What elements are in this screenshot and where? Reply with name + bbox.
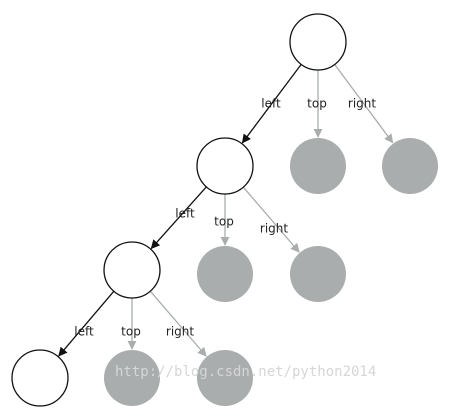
edge-n4-n7-left	[58, 290, 115, 357]
edge-n0-n3-right	[334, 64, 394, 144]
active-node-n1	[196, 137, 254, 195]
inactive-node-n6	[290, 246, 346, 302]
nodes-layer	[11, 13, 438, 407]
edge-label-left: left	[261, 97, 281, 111]
inactive-node-n3	[382, 138, 438, 194]
edges-layer	[58, 64, 394, 357]
inactive-node-n9	[197, 350, 253, 406]
edge-label-top: top	[214, 215, 234, 229]
edge-label-top: top	[121, 325, 141, 339]
edge-labels-layer: left top right left top right left top right	[74, 97, 376, 339]
inactive-node-n2	[290, 138, 346, 194]
edge-n0-n1-left	[241, 64, 302, 144]
edge-label-left: left	[175, 207, 195, 221]
edge-n4-n9-right	[149, 290, 207, 357]
edge-label-right: right	[166, 325, 194, 339]
edge-label-top: top	[307, 97, 327, 111]
active-node-n0	[289, 13, 347, 71]
active-node-n4	[103, 241, 161, 299]
edge-label-right: right	[260, 222, 288, 236]
edge-n1-n6-right	[242, 186, 300, 253]
watermark-text: http://blog.csdn.net/python2014	[115, 364, 376, 380]
inactive-node-n8	[104, 350, 160, 406]
active-node-n7	[11, 349, 69, 407]
edge-n1-n4-left	[150, 186, 207, 250]
inactive-node-n5	[197, 246, 253, 302]
edge-label-left: left	[74, 325, 94, 339]
edge-label-right: right	[348, 97, 376, 111]
